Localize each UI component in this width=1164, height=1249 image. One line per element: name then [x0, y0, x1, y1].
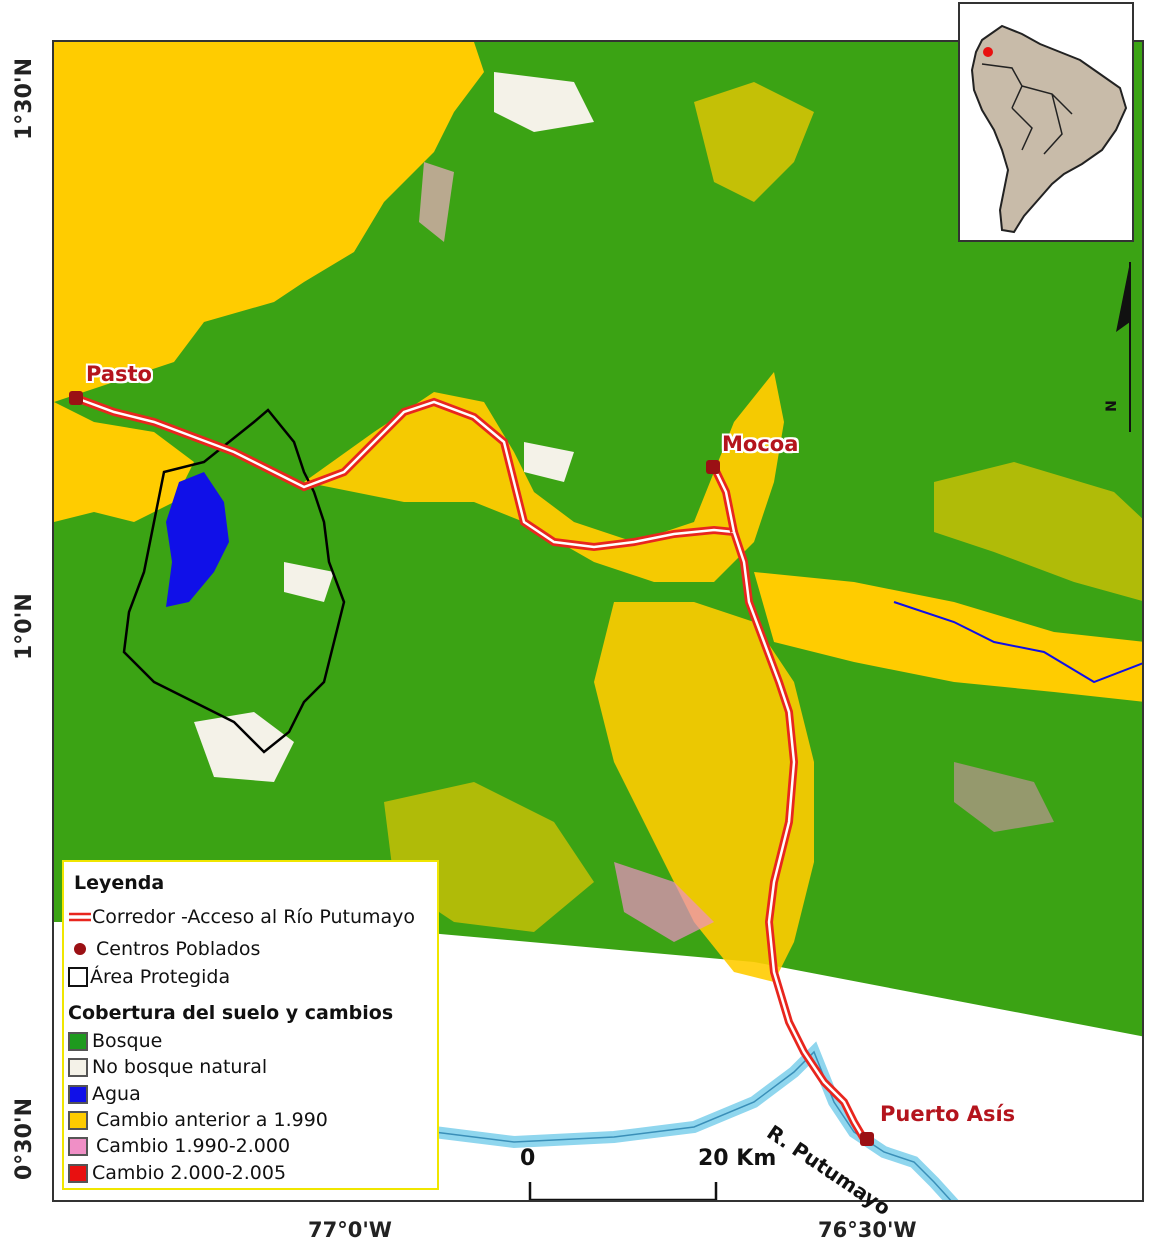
river-tributary	[893, 601, 1142, 684]
lon-label-left: 77°0'W	[308, 1218, 392, 1242]
lat-label-bottom: 0°30'N	[12, 1097, 37, 1180]
scale-bar	[528, 1182, 718, 1200]
lake	[166, 472, 229, 607]
non-forest-patch	[419, 162, 454, 242]
legend-row-protected: Área Protegida	[68, 964, 230, 990]
legend-label-class: No bosque natural	[92, 1056, 268, 1078]
corridor-road-center	[75, 396, 866, 1140]
town-marker-pasto	[69, 391, 83, 405]
swatch-icon	[68, 1057, 88, 1077]
legend-cover-title: Cobertura del suelo y cambios	[68, 1002, 394, 1024]
change-region-corridor	[304, 372, 784, 582]
south-america-shape	[970, 24, 1128, 234]
south-america-silhouette	[970, 24, 1128, 234]
protected-area-icon	[68, 967, 88, 987]
legend-row-towns: Centros Poblados	[68, 936, 260, 962]
inset-locator-map	[958, 2, 1134, 242]
corridor-line-icon	[69, 912, 91, 922]
legend-label-class: Cambio 2.000-2.005	[92, 1162, 287, 1184]
legend-title: Leyenda	[74, 872, 165, 894]
swatch-icon	[68, 1084, 88, 1104]
swatch-icon	[68, 1136, 88, 1156]
change-region-far-east	[934, 462, 1142, 601]
legend-label-class: Bosque	[92, 1030, 163, 1052]
swatch-icon	[68, 1031, 88, 1051]
swatch-icon	[68, 1110, 88, 1130]
swatch-icon	[68, 1163, 88, 1183]
legend-row-class: No bosque natural	[68, 1054, 267, 1080]
legend-label-corridor: Corredor -Acceso al Río Putumayo	[92, 906, 416, 928]
town-marker-puerto-asis	[860, 1132, 874, 1146]
lat-label-mid: 1°0'N	[12, 593, 37, 660]
legend-row-class: Cambio 1.990-2.000	[68, 1133, 290, 1159]
non-forest-patch	[194, 712, 294, 782]
non-forest-patch	[524, 442, 574, 482]
lat-label-top: 1°30'N	[12, 57, 37, 140]
legend-label-towns: Centros Poblados	[96, 938, 261, 960]
legend-row-class: Cambio anterior a 1.990	[68, 1107, 328, 1133]
change-1990-2000-patch	[614, 862, 714, 942]
lon-label-right: 76°30'W	[818, 1218, 917, 1242]
legend-label-class: Cambio 1.990-2.000	[96, 1135, 291, 1157]
change-region-northwest	[54, 42, 484, 402]
scale-label-end: 20 Km	[698, 1146, 777, 1171]
change-region-south	[594, 602, 814, 982]
legend-label-class: Agua	[92, 1083, 141, 1105]
legend-row-class: Agua	[68, 1081, 141, 1107]
non-forest-patch	[284, 562, 334, 602]
putumayo-river-outline	[433, 1050, 952, 1200]
town-dot-icon	[74, 943, 86, 955]
corridor-branch-mocoa-center	[712, 466, 736, 533]
study-area-marker	[983, 47, 993, 57]
north-letter: N	[1103, 400, 1120, 412]
town-marker-mocoa	[706, 460, 720, 474]
country-borders	[981, 63, 1073, 155]
change-1990-2000-patch	[954, 762, 1054, 832]
north-arrow	[1116, 262, 1131, 432]
change-region-east	[754, 572, 1142, 702]
legend-label-protected: Área Protegida	[90, 966, 231, 988]
change-region-northeast	[694, 82, 814, 202]
legend-panel: Leyenda Corredor -Acceso al Río Putumayo…	[62, 860, 439, 1190]
legend-label-class: Cambio anterior a 1.990	[96, 1109, 328, 1131]
non-forest-patch	[494, 72, 594, 132]
scale-label-zero: 0	[520, 1146, 536, 1171]
place-label-puerto-asis: Puerto Asís	[880, 1102, 1016, 1126]
legend-row-class: Cambio 2.000-2.005	[68, 1160, 286, 1186]
place-label-mocoa: Mocoa	[722, 432, 799, 456]
place-label-pasto: Pasto	[86, 362, 152, 386]
legend-row-class: Bosque	[68, 1028, 162, 1054]
legend-row-corridor: Corredor -Acceso al Río Putumayo	[68, 904, 415, 930]
protected-area-boundary	[122, 408, 346, 754]
